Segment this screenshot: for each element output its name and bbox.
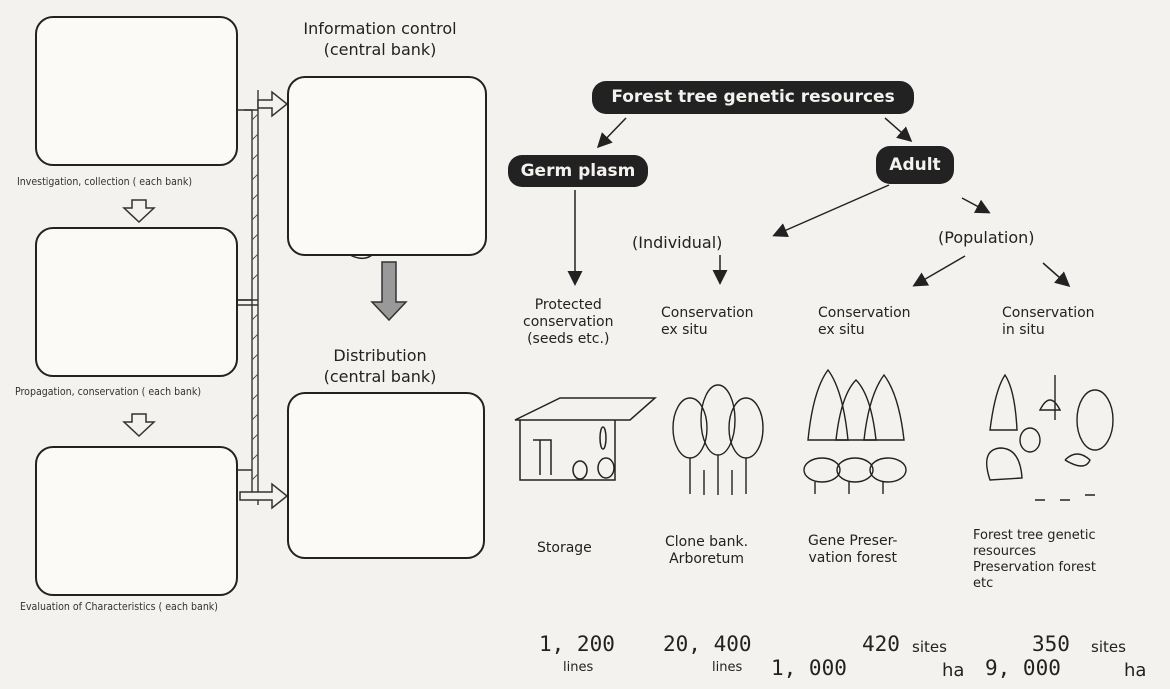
step3-caption: Evaluation of Characteristics ( each ban… [20,601,218,613]
step1-caption: Investigation, collection ( each bank) [17,176,193,188]
collection-panel [35,16,238,166]
unit2-col4: ha [1124,660,1147,681]
hatched-bus [236,90,259,505]
info-control-title: Information control (central bank) [303,19,457,59]
arrow-info-to-distribution [370,261,408,322]
method-col3: Conservation ex situ [818,305,911,338]
arrow-to-distribution [239,482,289,510]
distribution-panel [287,392,485,559]
adult-node: Adult [876,146,954,184]
method-col4: Conservation in situ [1002,305,1095,338]
arrow-to-info-control [257,90,289,118]
method-col2: Conservation ex situ [661,305,754,338]
tree-arrows [567,117,1071,287]
individual-label: (Individual) [632,233,723,252]
storage-house-icon [514,397,657,481]
unit1-col3: sites [912,638,947,656]
unit1-col1: lines [563,660,594,675]
gene-preservation-forest-icon [803,368,907,494]
propagation-panel [35,227,238,377]
facility-col2: Clone bank. Arboretum [665,534,749,567]
value1-col1: 1, 200 [539,632,615,656]
clone-bank-trees-icon [672,384,764,495]
facility-col4: Forest tree genetic resources Preservati… [973,528,1096,591]
unit2-col3: ha [942,660,965,681]
flow-arrow-down-2 [122,413,156,438]
step2-caption: Propagation, conservation ( each bank) [15,386,202,398]
flow-arrow-down-1 [122,199,156,224]
value2-col3: 1, 000 [771,656,847,680]
info-control-panel [287,76,487,256]
value1-col2: 20, 400 [663,632,752,656]
facility-col3: Gene Preser- vation forest [808,533,898,566]
germ-plasm-node: Germ plasm [508,155,648,187]
root-node: Forest tree genetic resources [592,81,914,114]
method-col1: Protected conservation (seeds etc.) [523,297,614,347]
population-label: (Population) [938,228,1035,247]
value2-col4: 9, 000 [985,656,1061,680]
unit1-col4: sites [1091,638,1126,656]
facility-col1: Storage [537,540,592,556]
value1-col4: 350 [1032,632,1070,656]
unit1-col2: lines [712,660,743,675]
distribution-title: Distribution (central bank) [323,346,437,386]
value1-col3: 420 [862,632,900,656]
forest-wildlife-icon [986,373,1114,501]
evaluation-panel [35,446,238,596]
